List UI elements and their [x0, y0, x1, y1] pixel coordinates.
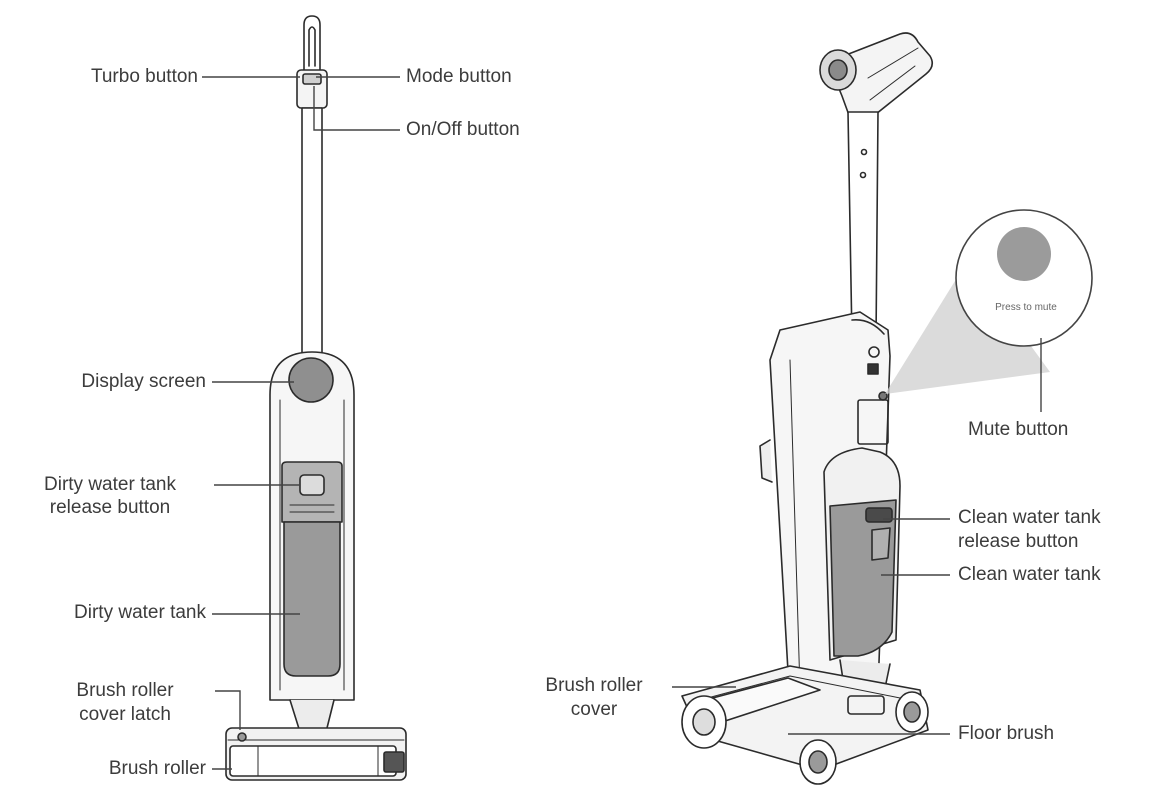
label-dirty-release-line2: release button — [49, 497, 171, 518]
label-clean-release-line1: Clean water tank — [958, 507, 1101, 528]
right-leader-lines — [672, 518, 950, 735]
left-display-screen — [288, 357, 334, 403]
label-roller-cover-line1: Brush roller — [545, 675, 643, 696]
label-mode-button: Mode button — [406, 66, 512, 87]
left-handle-loop — [303, 15, 321, 71]
left-button-cluster — [302, 73, 322, 85]
label-roller-latch-line2: cover latch — [79, 704, 171, 725]
right-clean-release-button — [865, 507, 893, 523]
label-press-to-mute: Press to mute — [995, 302, 1057, 313]
left-shaft — [301, 107, 323, 357]
right-shaft — [847, 111, 879, 341]
left-roller-latch — [237, 732, 247, 742]
mute-button-detail — [997, 227, 1051, 281]
right-clean-water-tank — [829, 499, 897, 657]
label-clean-release-line2: release button — [958, 531, 1079, 552]
label-dirty-release-line1: Dirty water tank — [44, 474, 176, 495]
left-brush-roller — [229, 745, 397, 777]
left-vacuum-drawing — [225, 15, 407, 781]
label-floor-brush: Floor brush — [958, 723, 1055, 744]
label-display-screen: Display screen — [81, 371, 206, 392]
label-mute-button: Mute button — [968, 419, 1069, 440]
label-dirty-water-tank: Dirty water tank — [74, 602, 206, 623]
label-clean-water-tank: Clean water tank — [958, 564, 1101, 585]
mute-callout — [885, 209, 1093, 412]
left-leader-lines — [202, 76, 400, 770]
right-vacuum-drawing — [681, 32, 934, 785]
label-roller-cover-line2: cover — [570, 699, 618, 720]
label-on-off-button: On/Off button — [406, 119, 520, 140]
mute-callout-cone — [885, 260, 1050, 394]
left-dirty-water-tank — [283, 521, 341, 677]
label-roller-latch-line1: Brush roller — [76, 680, 174, 701]
label-turbo-button: Turbo button — [90, 66, 198, 87]
left-dirty-release-button — [299, 474, 325, 496]
label-brush-roller: Brush roller — [108, 758, 206, 779]
